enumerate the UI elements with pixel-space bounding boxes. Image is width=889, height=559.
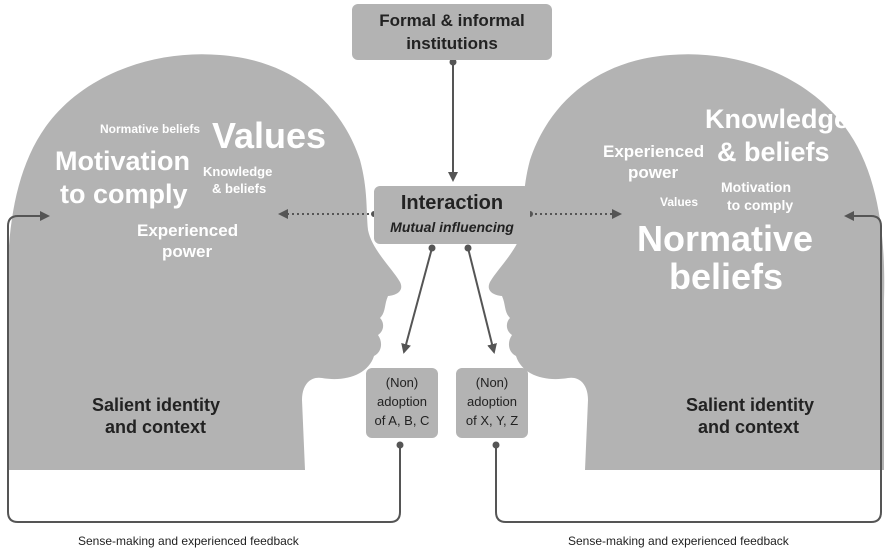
interaction-box: Interaction Mutual influencing bbox=[374, 186, 530, 244]
left-head-silhouette bbox=[7, 54, 402, 470]
arrow-to-adoption-xyz bbox=[467, 247, 497, 354]
right-motivation-line2: to comply bbox=[727, 197, 794, 213]
feedback-loop-left bbox=[7, 211, 401, 523]
institutions-line2: institutions bbox=[406, 34, 498, 53]
right-motivation-line1: Motivation bbox=[721, 179, 791, 195]
right-power-line1: Experienced bbox=[603, 142, 705, 161]
left-values: Values bbox=[212, 115, 327, 156]
right-knowledge-line2: & beliefs bbox=[717, 137, 830, 167]
right-values: Values bbox=[660, 195, 699, 209]
left-motivation-line1: Motivation bbox=[55, 146, 190, 176]
right-knowledge-line1: Knowledge bbox=[705, 104, 850, 134]
left-knowledge-line1: Knowledge bbox=[203, 164, 273, 179]
adoption-xyz-line1: (Non) bbox=[475, 375, 509, 390]
left-normative-beliefs: Normative beliefs bbox=[100, 122, 201, 136]
right-normative-line1: Normative bbox=[637, 218, 814, 259]
adoption-abc-line2: adoption bbox=[377, 394, 427, 409]
left-knowledge-line2: & beliefs bbox=[212, 181, 267, 196]
feedback-loop-right bbox=[495, 211, 882, 523]
adoption-xyz-line3: of X, Y, Z bbox=[465, 413, 519, 428]
institutions-box: Formal & informal institutions bbox=[352, 4, 552, 60]
left-identity-line2: and context bbox=[105, 417, 207, 437]
right-head-silhouette bbox=[488, 54, 885, 470]
left-power-line1: Experienced bbox=[137, 221, 239, 240]
adoption-xyz-line2: adoption bbox=[467, 394, 517, 409]
adoption-abc-line3: of A, B, C bbox=[374, 413, 430, 428]
adoption-xyz-box: (Non) adoption of X, Y, Z bbox=[456, 368, 528, 438]
adoption-abc-line1: (Non) bbox=[385, 375, 419, 390]
right-normative-line2: beliefs bbox=[669, 256, 784, 297]
adoption-abc-box: (Non) adoption of A, B, C bbox=[366, 368, 438, 438]
interaction-title: Interaction bbox=[400, 192, 504, 214]
right-power-line2: power bbox=[628, 163, 679, 182]
feedback-caption-left: Sense-making and experienced feedback bbox=[78, 534, 299, 548]
feedback-caption-right: Sense-making and experienced feedback bbox=[568, 534, 789, 548]
interaction-subtitle: Mutual influencing bbox=[390, 219, 514, 235]
right-identity-line1: Salient identity bbox=[686, 395, 815, 415]
institutions-line1: Formal & informal bbox=[379, 11, 525, 30]
left-motivation-line2: to comply bbox=[60, 179, 188, 209]
arrow-to-adoption-abc bbox=[401, 247, 433, 354]
left-power-line2: power bbox=[162, 242, 213, 261]
right-identity-line2: and context bbox=[698, 417, 800, 437]
left-identity-line1: Salient identity bbox=[92, 395, 221, 415]
